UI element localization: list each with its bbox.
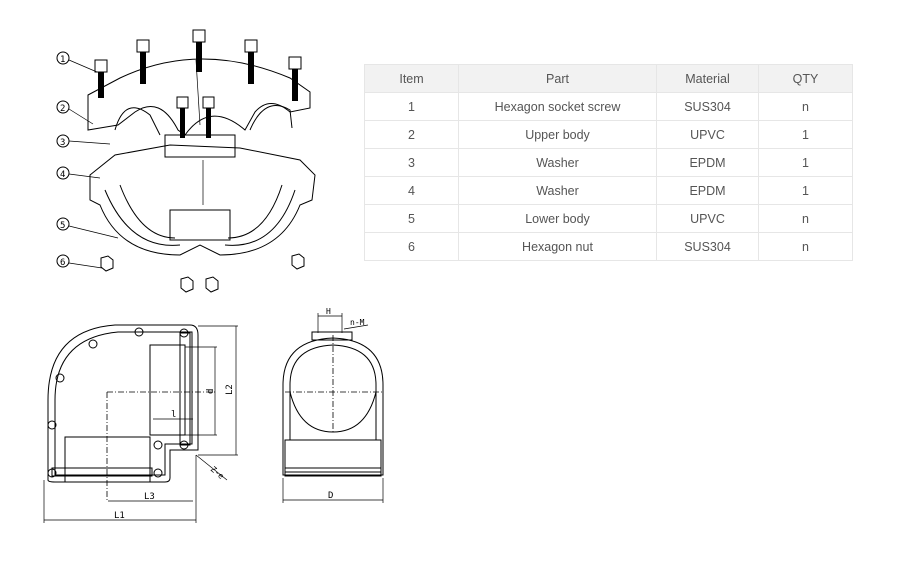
cell-qty: n xyxy=(758,92,853,121)
cell-part: Washer xyxy=(458,176,657,205)
svg-text:L2: L2 xyxy=(225,384,235,395)
bolt xyxy=(288,56,302,101)
svg-text:1: 1 xyxy=(60,55,65,65)
cell-item: 3 xyxy=(364,148,459,177)
cell-part: Hexagon nut xyxy=(458,232,657,261)
cell-qty: 1 xyxy=(758,176,853,205)
hex-nut xyxy=(205,276,219,293)
cell-material: EPDM xyxy=(656,176,759,205)
bolt xyxy=(202,96,215,138)
cell-material: UPVC xyxy=(656,204,759,233)
bolt xyxy=(136,39,150,84)
svg-text:5: 5 xyxy=(60,221,65,231)
svg-text:d: d xyxy=(206,389,216,394)
svg-text:H: H xyxy=(326,307,331,316)
cell-part: Washer xyxy=(458,148,657,177)
callout-4: 4 xyxy=(56,166,101,180)
cell-qty: n xyxy=(758,204,853,233)
header-qty: QTY xyxy=(758,64,853,93)
svg-text:L3: L3 xyxy=(144,492,155,502)
callout-1: 1 xyxy=(56,51,98,73)
header-item: Item xyxy=(364,64,459,93)
callout-6: 6 xyxy=(56,254,103,269)
cell-part: Lower body xyxy=(458,204,657,233)
cell-item: 5 xyxy=(364,204,459,233)
header-material: Material xyxy=(656,64,759,93)
svg-text:D: D xyxy=(328,491,333,501)
bolt xyxy=(176,96,189,138)
cell-qty: 1 xyxy=(758,148,853,177)
cell-material: UPVC xyxy=(656,120,759,149)
bolt xyxy=(94,59,108,98)
cell-part: Hexagon socket screw xyxy=(458,92,657,121)
svg-text:4: 4 xyxy=(60,170,65,180)
hex-nut xyxy=(180,276,194,293)
svg-text:n-M: n-M xyxy=(350,318,365,327)
svg-text:Z-e: Z-e xyxy=(209,465,226,481)
svg-text:6: 6 xyxy=(60,258,65,268)
cell-material: EPDM xyxy=(656,148,759,177)
svg-text:3: 3 xyxy=(60,138,65,148)
hex-nut xyxy=(100,255,114,272)
cell-material: SUS304 xyxy=(656,232,759,261)
exploded-view: 1 2 3 4 5 6 xyxy=(56,29,316,293)
front-view-drawing: L1 L3 L2 d l Z-e xyxy=(43,324,238,523)
callout-2: 2 xyxy=(56,100,94,125)
callout-5: 5 xyxy=(56,217,119,239)
svg-text:2: 2 xyxy=(60,104,65,114)
cell-item: 2 xyxy=(364,120,459,149)
cell-qty: 1 xyxy=(758,120,853,149)
cell-material: SUS304 xyxy=(656,92,759,121)
side-view-drawing: D H n-M xyxy=(282,307,384,503)
svg-text:l: l xyxy=(171,410,176,420)
callout-3: 3 xyxy=(56,134,111,148)
hex-nut xyxy=(291,253,305,270)
header-part: Part xyxy=(458,64,657,93)
cell-item: 4 xyxy=(364,176,459,205)
svg-text:L1: L1 xyxy=(114,511,125,521)
bolt xyxy=(192,29,206,72)
bolt xyxy=(244,39,258,84)
table-header-row: Item Part Material QTY xyxy=(364,64,853,93)
cell-part: Upper body xyxy=(458,120,657,149)
cell-item: 1 xyxy=(364,92,459,121)
cell-qty: n xyxy=(758,232,853,261)
cell-item: 6 xyxy=(364,232,459,261)
